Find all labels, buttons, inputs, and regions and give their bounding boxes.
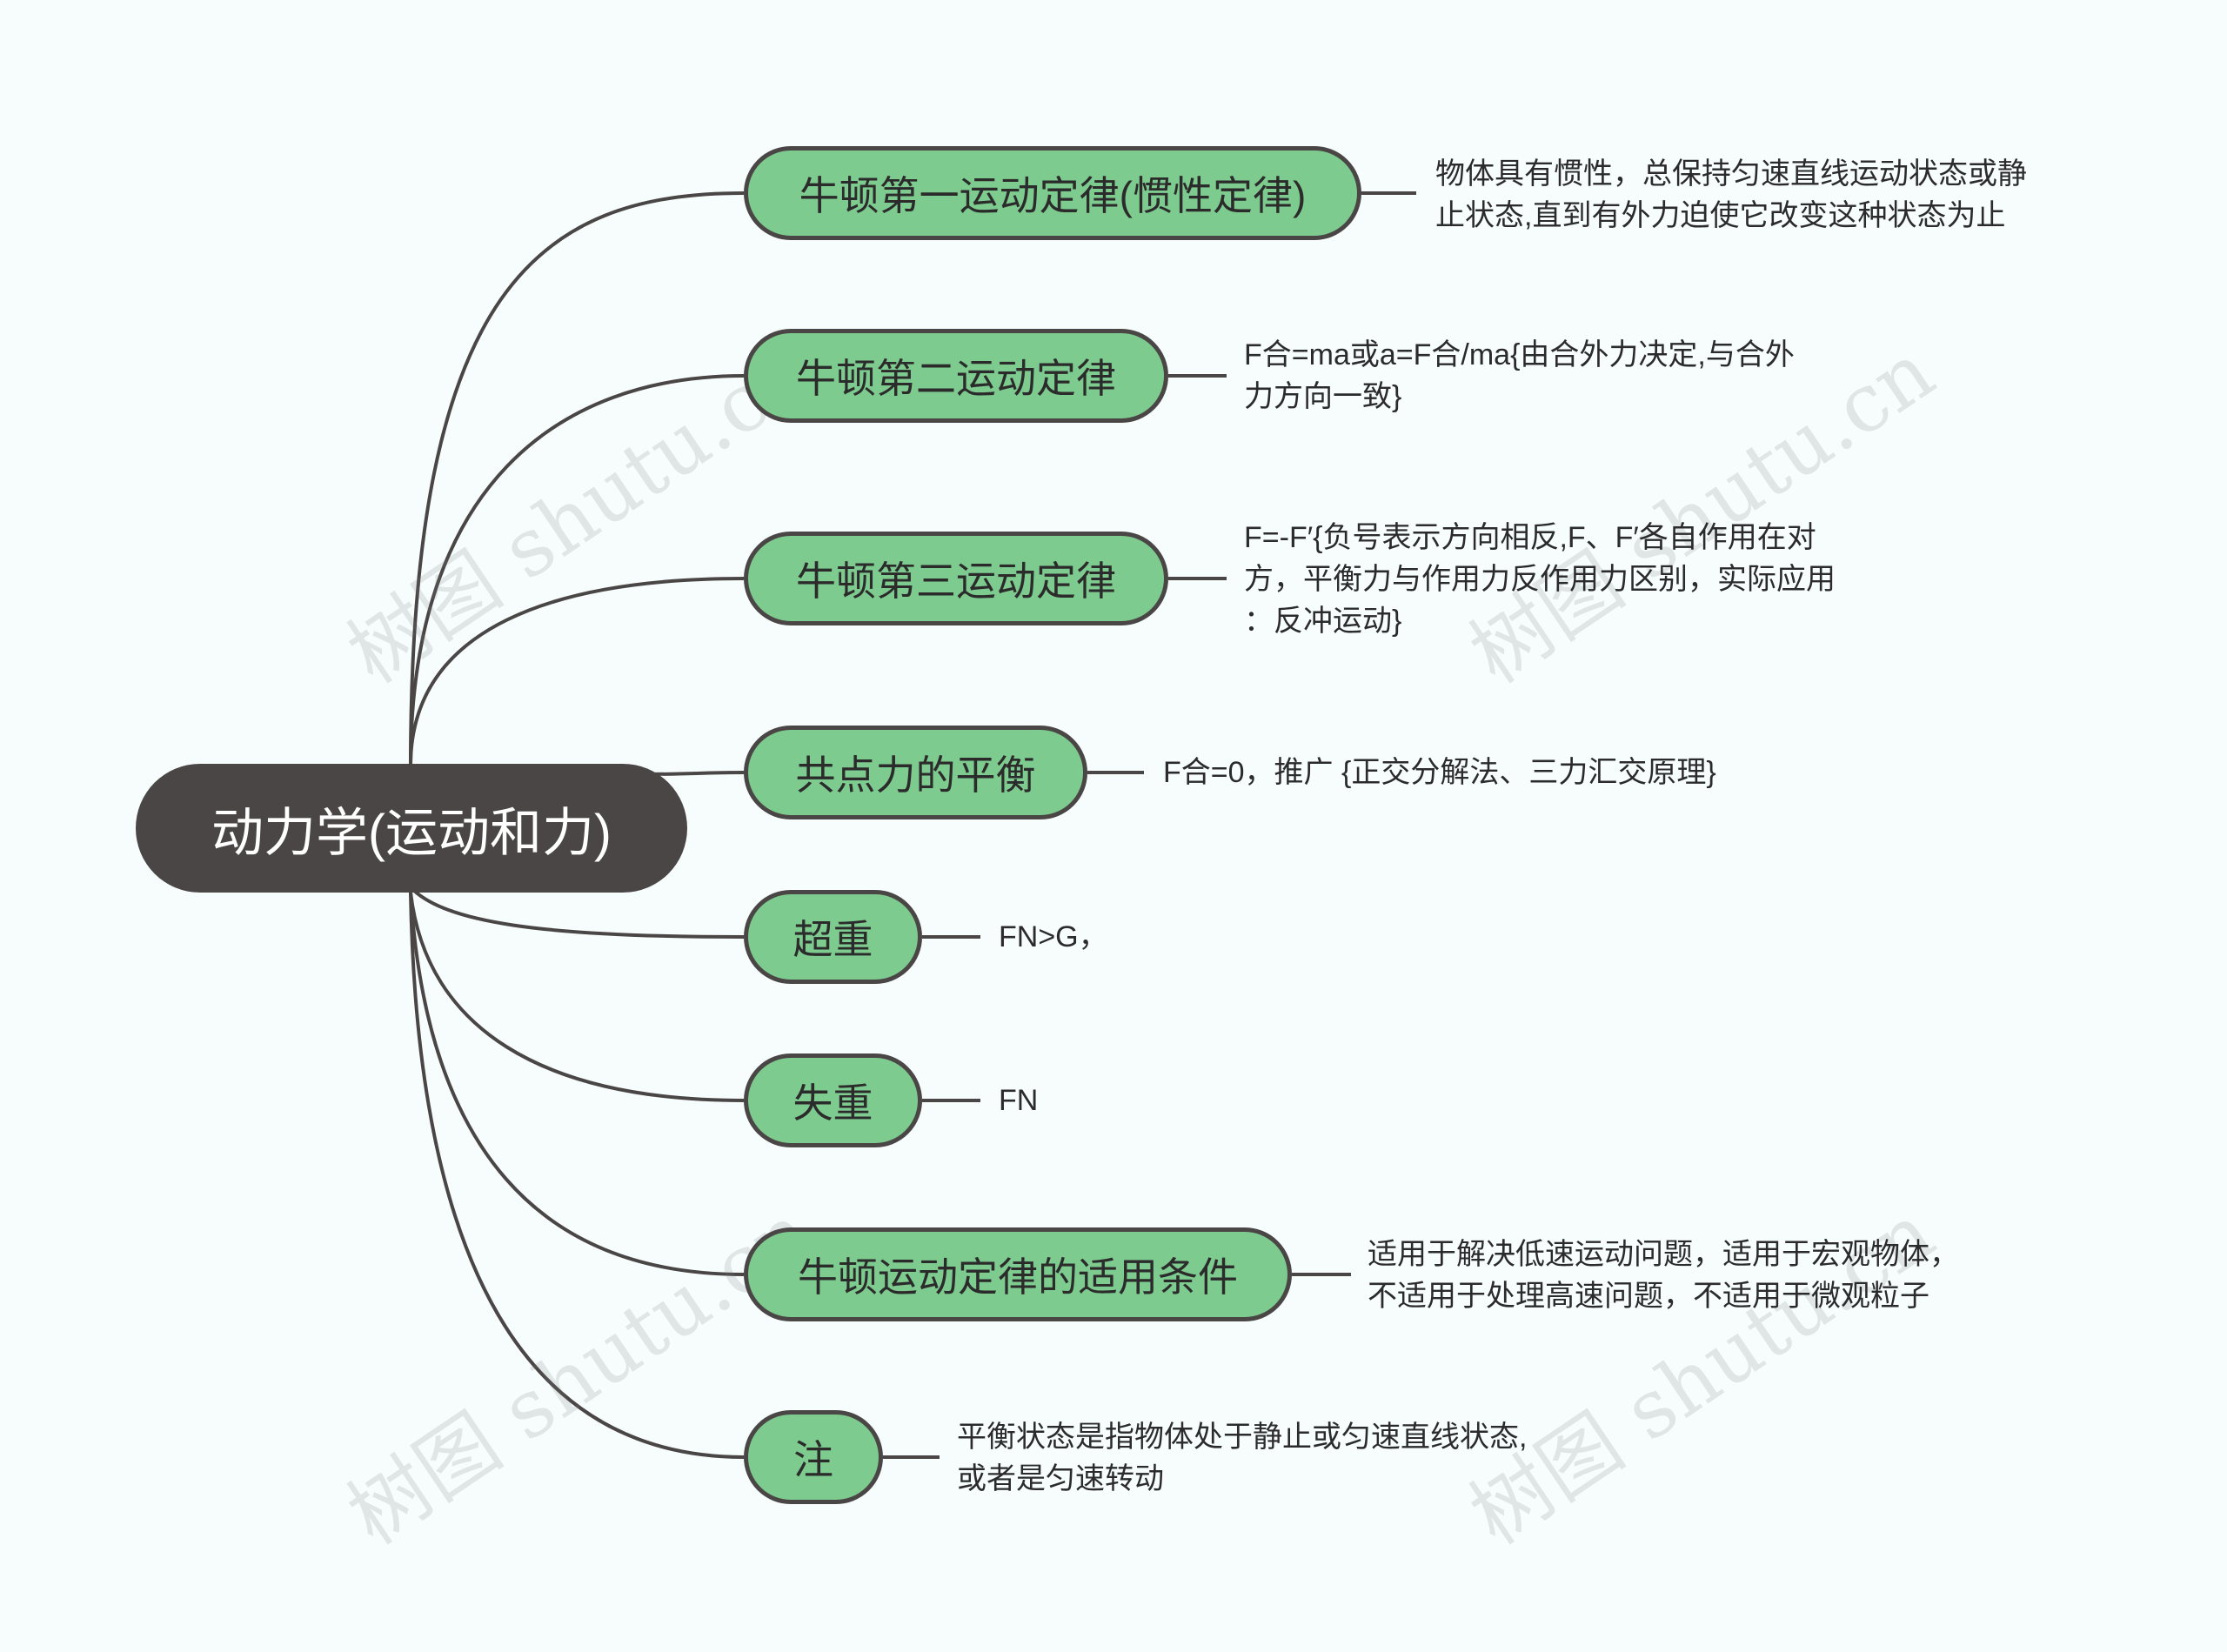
connector-root-branch-1 [409, 191, 745, 766]
branch-newton-third-law[interactable]: 牛顿第三运动定律 [744, 532, 1168, 625]
branch-applicability-conditions[interactable]: 牛顿运动定律的适用条件 [744, 1227, 1292, 1321]
note-line: 或者是匀速转动 [957, 1462, 1164, 1495]
branch-newton-first-law[interactable]: 牛顿第一运动定律(惯性定律) [744, 146, 1361, 240]
connector-root-branch-5 [409, 886, 745, 939]
note-remark: 平衡状态是指物体处于静止或匀速直线状态, 或者是匀速转动 [957, 1416, 1527, 1500]
note-line: ：反冲运动} [1244, 605, 1402, 638]
note-line: F=-F′{负号表示方向相反,F、F′各自作用在对 [1244, 521, 1816, 554]
note-line: 方，平衡力与作用力反作用力区别，实际应用 [1244, 563, 1836, 596]
connector-root-branch-3 [409, 577, 745, 766]
note-line: 力方向一致} [1244, 380, 1402, 413]
connector-root-branch-6 [409, 892, 745, 1102]
note-line: 物体具有惯性，总保持匀速直线运动状态或静 [1435, 157, 2027, 191]
connector-root-branch-7 [409, 892, 745, 1276]
note-newton-third-law: F=-F′{负号表示方向相反,F、F′各自作用在对 方，平衡力与作用力反作用力区… [1244, 517, 1836, 642]
branch-overweight[interactable]: 超重 [744, 890, 922, 984]
connector-root-branch-2 [409, 374, 745, 766]
note-line: F合=ma或a=F合/ma{由合外力决定,与合外 [1244, 338, 1795, 371]
note-line: FN>G， [999, 920, 1108, 953]
branch-concurrent-force-equilibrium[interactable]: 共点力的平衡 [744, 726, 1087, 819]
branch-note[interactable]: 注 [744, 1410, 883, 1504]
branch-weightlessness[interactable]: 失重 [744, 1053, 922, 1147]
note-line: FN [999, 1084, 1039, 1117]
branch-newton-second-law[interactable]: 牛顿第二运动定律 [744, 329, 1168, 423]
connector-root-branch-8 [409, 892, 745, 1459]
note-line: 适用于解决低速运动问题，适用于宏观物体， [1368, 1238, 1959, 1271]
note-overweight: FN>G， [999, 916, 1108, 958]
note-line: F合=0，推广 {正交分解法、三力汇交原理} [1163, 756, 1716, 789]
note-newton-second-law: F合=ma或a=F合/ma{由合外力决定,与合外 力方向一致} [1244, 334, 1795, 418]
note-newton-first-law: 物体具有惯性，总保持匀速直线运动状态或静 止状态,直到有外力迫使它改变这种状态为… [1435, 153, 2027, 237]
note-line: 不适用于处理高速问题，不适用于微观粒子 [1368, 1280, 1929, 1313]
note-concurrent-force-equilibrium: F合=0，推广 {正交分解法、三力汇交原理} [1163, 752, 1716, 793]
note-line: 平衡状态是指物体处于静止或匀速直线状态, [957, 1421, 1528, 1454]
note-applicability-conditions: 适用于解决低速运动问题，适用于宏观物体， 不适用于处理高速问题，不适用于微观粒子 [1368, 1234, 1959, 1317]
root-topic[interactable]: 动力学(运动和力) [136, 764, 687, 893]
note-weightlessness: FN [999, 1080, 1038, 1121]
note-line: 止状态,直到有外力迫使它改变这种状态为止 [1435, 199, 2006, 232]
